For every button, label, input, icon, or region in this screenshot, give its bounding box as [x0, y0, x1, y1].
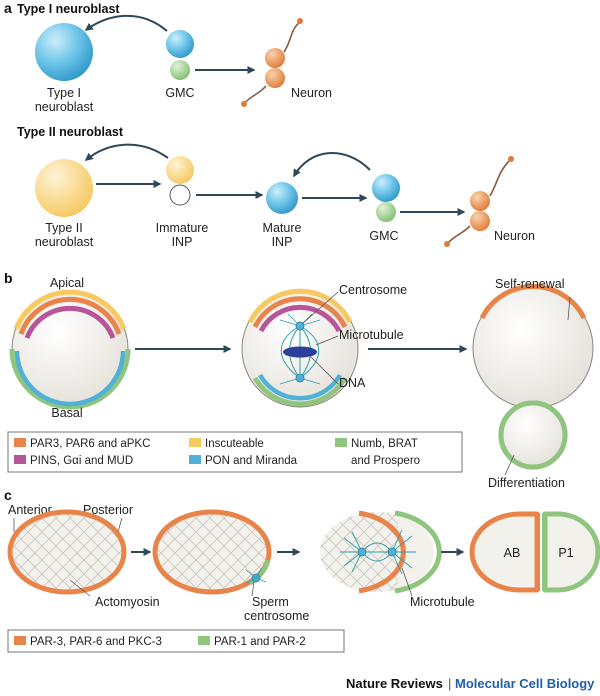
dna-leader — [309, 355, 339, 385]
self-renewing-cell — [472, 284, 594, 409]
type1-neuron-label: Neuron — [291, 86, 332, 100]
sperm-entry-embryo — [152, 509, 272, 595]
microtubule-leader — [315, 335, 339, 346]
microtubule-label: Microtubule — [339, 328, 404, 342]
self-renewal-leader — [567, 296, 571, 321]
centrosome-bottom — [295, 373, 305, 383]
type2-heading: Type II neuroblast — [17, 125, 124, 139]
dna-plate — [283, 346, 317, 358]
cell-p1-label: P1 — [558, 546, 573, 560]
sperm-centrosome — [245, 567, 267, 585]
panel-c-letter: c — [4, 487, 12, 503]
cell-ab-label: AB — [504, 546, 521, 560]
type2-neuron-label: Neuron — [494, 229, 535, 243]
self-renewal-label: Self-renewal — [495, 277, 564, 291]
actomyosin-leader — [69, 579, 91, 597]
journal-separator: | — [448, 676, 451, 691]
differentiation-leader — [504, 454, 515, 476]
legend-par3: PAR-3, PAR-6 and PKC-3 — [30, 636, 162, 648]
mature-inp-label-line1: Mature — [263, 221, 302, 235]
anterior-label: Anterior — [8, 503, 52, 517]
centrosome-label: Centrosome — [339, 283, 407, 297]
type1-neuron — [241, 18, 303, 107]
differentiation-label: Differentiation — [488, 476, 565, 490]
centrosome-leader — [301, 291, 339, 325]
immature-inp-label-line2: INP — [172, 235, 193, 249]
legend-numb-line2: and Prospero — [351, 455, 420, 467]
immature-inp-cell — [169, 184, 191, 206]
panel-b-legend: PAR3, PAR6 and aPKC Inscuteable Numb, BR… — [7, 431, 463, 473]
legend-par1: PAR-1 and PAR-2 — [214, 636, 306, 648]
type2-gmc-label: GMC — [369, 229, 398, 243]
dna-label: DNA — [339, 376, 366, 390]
type2-gmc-cell — [376, 202, 396, 222]
type1-gmc-cell — [170, 60, 190, 80]
type1-heading: Type I neuroblast — [17, 2, 120, 16]
immature-inp-label-line1: Immature — [156, 221, 209, 235]
type1-gmc-label: GMC — [165, 86, 194, 100]
sperm-centrosome-leader — [251, 581, 255, 597]
type2-daughter-yellow-cell — [166, 156, 194, 184]
journal-name: Nature Reviews — [346, 676, 443, 691]
sperm-label-line2: centrosome — [244, 609, 309, 623]
basal-label: Basal — [51, 406, 82, 420]
legend-inscuteable: Inscuteable — [205, 438, 264, 450]
legend-swatch-numb — [335, 438, 347, 447]
legend-swatch-par-complex — [14, 438, 26, 447]
panel-c-legend: PAR-3, PAR-6 and PKC-3 PAR-1 and PAR-2 — [7, 629, 345, 653]
legend-swatch-pon — [189, 455, 201, 464]
mature-inp-renewal-arrow — [293, 151, 371, 178]
type1-neuroblast-label-line2: neuroblast — [35, 100, 94, 114]
two-cell-embryo — [469, 511, 600, 593]
mature-inp-label-line2: INP — [272, 235, 293, 249]
posterior-leader — [117, 517, 123, 533]
microtubule-c-label: Microtubule — [410, 595, 475, 609]
zygote-embryo — [7, 509, 127, 595]
first-division-spindle — [340, 529, 416, 575]
actomyosin-label: Actomyosin — [95, 595, 160, 609]
type1-daughter-blue-cell — [166, 30, 194, 58]
neuroblast-interphase-cell — [9, 289, 131, 410]
posterior-label: Posterior — [83, 503, 133, 517]
journal-subtitle: Molecular Cell Biology — [455, 676, 595, 691]
journal-footer: Nature Reviews | Molecular Cell Biology — [346, 676, 595, 691]
type1-neuroblast-label-line1: Type I — [47, 86, 81, 100]
type2-neuroblast-label-line1: Type II — [45, 221, 83, 235]
legend-swatch-par3 — [14, 636, 26, 645]
legend-pon: PON and Miranda — [205, 455, 298, 467]
sperm-label-line1: Sperm — [252, 595, 289, 609]
apical-label: Apical — [50, 276, 84, 290]
type2-daughter-blue-cell — [372, 174, 400, 202]
legend-swatch-pins — [14, 455, 26, 464]
type1-neuroblast-cell — [35, 23, 93, 81]
type2-self-renewal-arrow — [84, 143, 169, 161]
legend-pins: PINS, Gαi and MUD — [30, 455, 133, 467]
type2-neuron — [444, 156, 514, 247]
legend-par-complex: PAR3, PAR6 and aPKC — [30, 438, 150, 450]
legend-numb-line1: Numb, BRAT — [351, 438, 418, 450]
type2-neuroblast-cell — [35, 159, 93, 217]
differentiating-cell — [498, 400, 568, 470]
microtubule-c-leader — [401, 567, 413, 597]
panel-a-letter: a — [4, 0, 12, 16]
panel-b-letter: b — [4, 270, 13, 286]
mature-inp-cell — [266, 182, 298, 214]
type1-self-renewal-arrow — [84, 14, 168, 32]
legend-swatch-inscuteable — [189, 438, 201, 447]
type2-neuroblast-label-line2: neuroblast — [35, 235, 94, 249]
legend-swatch-par1 — [198, 636, 210, 645]
